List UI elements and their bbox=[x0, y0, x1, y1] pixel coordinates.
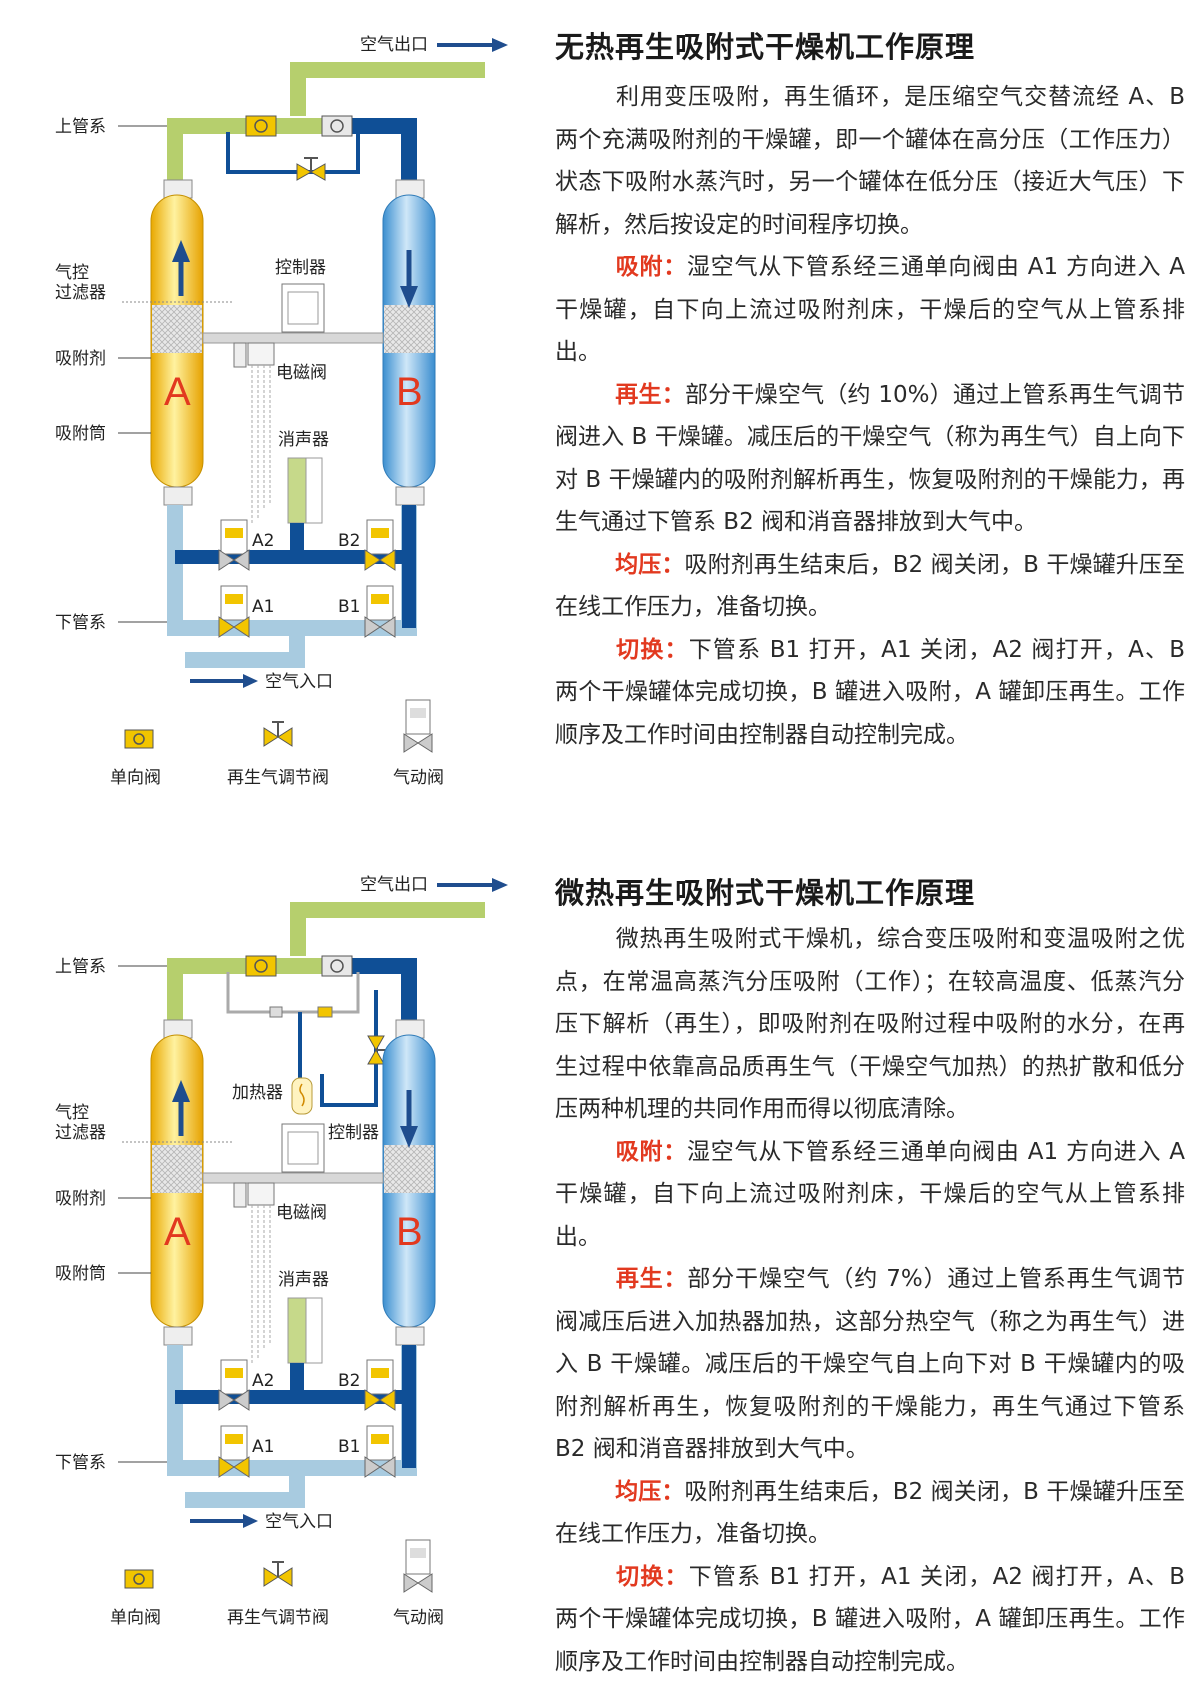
regen-bypass-pipe bbox=[226, 972, 360, 1014]
step-equalize: 均压：吸附剂再生结束后，B2 阀关闭，B 干燥罐升压至在线工作压力，准备切换。 bbox=[555, 551, 1185, 621]
regen-adjust-valve-icon bbox=[296, 157, 326, 181]
solenoid-valve bbox=[247, 342, 275, 366]
valve-a1-label: A1 bbox=[252, 597, 274, 617]
intro-paragraph: 微热再生吸附式干燥机，综合变压吸附和变温吸附之优点，在常温高蒸汽分压吸附（工作）… bbox=[555, 926, 1185, 1122]
valve-b1-icon bbox=[364, 1425, 396, 1478]
valve-b2-icon bbox=[364, 519, 396, 571]
section-heatless: 空气出口 上管系 A B bbox=[0, 0, 1200, 800]
step-adsorb: 吸附：湿空气从下管系经三通单向阀由 A1 方向进入 A 干燥罐，自下向上流过吸附… bbox=[555, 1138, 1186, 1250]
legend-pneumatic-valve: 气动阀 bbox=[393, 768, 444, 788]
legend-check-valve-icon bbox=[124, 1569, 154, 1589]
legend-check-valve-icon bbox=[124, 729, 154, 749]
legend-check-valve: 单向阀 bbox=[110, 768, 161, 788]
inlet-label: 空气入口 bbox=[265, 672, 333, 692]
inlet-arrowhead-icon bbox=[243, 674, 258, 688]
heatless-dryer-diagram: 空气出口 上管系 A B bbox=[55, 35, 508, 788]
valve-b1-icon bbox=[364, 585, 396, 638]
tank-a-letter: A bbox=[164, 370, 191, 414]
filter-label: 气控过滤器 bbox=[55, 263, 106, 303]
step-switch: 切换：下管系 B1 打开，A1 关闭，A2 阀打开，A、B 两个干燥罐体完成切换… bbox=[555, 1563, 1186, 1675]
valve-a2-icon bbox=[218, 1359, 250, 1411]
check-valve-a-icon bbox=[245, 115, 277, 137]
outlet-arrowhead-icon bbox=[492, 38, 508, 52]
outlet-pipe bbox=[290, 62, 485, 116]
step-regen: 再生：部分干燥空气（约 10%）通过上管系再生气调节阀进入 B 干燥罐。减压后的… bbox=[555, 381, 1186, 536]
heated-dryer-diagram: 空气出口 加热器 上管系 A bbox=[55, 875, 508, 1628]
adsorbent-a bbox=[152, 1145, 202, 1193]
solenoid-label: 电磁阀 bbox=[276, 363, 327, 383]
heater-unit-icon bbox=[291, 1077, 313, 1115]
check-valve-b-icon bbox=[321, 115, 353, 137]
valve-b2-label: B2 bbox=[338, 531, 360, 551]
check-valve-a-icon bbox=[245, 955, 277, 977]
lower-pipe-label: 下管系 bbox=[55, 1453, 106, 1473]
valve-a2-icon bbox=[218, 519, 250, 571]
check-valve-b-icon bbox=[321, 955, 353, 977]
filter-unit bbox=[233, 342, 247, 368]
controller-label: 控制器 bbox=[328, 1123, 379, 1143]
legend-pneumatic-valve-icon bbox=[403, 1539, 433, 1593]
tank-a-letter: A bbox=[164, 1210, 191, 1254]
heatless-text: 无热再生吸附式干燥机工作原理 利用变压吸附，再生循环，是压缩空气交替流经 A、B… bbox=[555, 24, 1185, 756]
cylinder-label: 吸附筒 bbox=[55, 1264, 106, 1284]
inlet-pipe bbox=[185, 1468, 305, 1508]
valve-b1-label: B1 bbox=[338, 1437, 360, 1457]
adsorbent-label: 吸附剂 bbox=[55, 349, 106, 369]
legend-pneumatic-valve: 气动阀 bbox=[393, 1608, 444, 1628]
legend-check-valve: 单向阀 bbox=[110, 1608, 161, 1628]
valve-a1-label: A1 bbox=[252, 1437, 274, 1457]
muffler-label: 消声器 bbox=[278, 430, 329, 450]
adsorbent-b bbox=[384, 305, 434, 353]
tank-b-letter: B bbox=[396, 1210, 423, 1254]
valve-b2-label: B2 bbox=[338, 1371, 360, 1391]
solenoid-label: 电磁阀 bbox=[276, 1203, 327, 1223]
legend-regen-valve-icon bbox=[263, 721, 293, 747]
legend-regen-valve: 再生气调节阀 bbox=[227, 1608, 329, 1628]
outlet-pipe bbox=[290, 902, 485, 956]
valve-a2-label: A2 bbox=[252, 531, 274, 551]
valve-a1-icon bbox=[218, 1425, 250, 1478]
adsorbent-b bbox=[384, 1145, 434, 1193]
muffler-label: 消声器 bbox=[278, 1270, 329, 1290]
adsorbent-label: 吸附剂 bbox=[55, 1189, 106, 1209]
step-regen: 再生：部分干燥空气（约 7%）通过上管系再生气调节阀减压后进入加热器加热，这部分… bbox=[555, 1266, 1185, 1462]
valve-a1-icon bbox=[218, 585, 250, 638]
step-adsorb: 吸附：湿空气从下管系经三通单向阀由 A1 方向进入 A 干燥罐，自下向上流过吸附… bbox=[555, 254, 1186, 365]
controller-label: 控制器 bbox=[275, 258, 326, 278]
cylinder-label: 吸附筒 bbox=[55, 424, 106, 444]
outlet-label: 空气出口 bbox=[360, 875, 428, 895]
section-title: 微热再生吸附式干燥机工作原理 bbox=[555, 876, 976, 910]
inlet-arrowhead-icon bbox=[243, 1514, 258, 1528]
valve-a2-label: A2 bbox=[252, 1371, 274, 1391]
outlet-arrowhead-icon bbox=[492, 878, 508, 892]
intro-paragraph: 利用变压吸附，再生循环，是压缩空气交替流经 A、B 两个充满吸附剂的干燥罐，即一… bbox=[555, 84, 1185, 238]
adsorbent-a bbox=[152, 305, 202, 353]
legend-regen-valve-icon bbox=[263, 1561, 293, 1587]
legend-regen-valve: 再生气调节阀 bbox=[227, 768, 329, 788]
regen-bypass-pipe bbox=[226, 132, 360, 174]
lower-pipe-label: 下管系 bbox=[55, 613, 106, 633]
upper-pipe-label: 上管系 bbox=[55, 957, 106, 977]
legend-pneumatic-valve-icon bbox=[403, 699, 433, 753]
page-title: 无热再生吸附式干燥机工作原理 bbox=[555, 30, 976, 64]
step-switch: 切换：下管系 B1 打开，A1 关闭，A2 阀打开，A、B 两个干燥罐体完成切换… bbox=[555, 636, 1186, 748]
filter-label: 气控过滤器 bbox=[55, 1103, 106, 1143]
section-heated: 空气出口 加热器 上管系 A bbox=[0, 840, 1200, 1692]
outlet-label: 空气出口 bbox=[360, 35, 428, 55]
tank-b-letter: B bbox=[396, 370, 423, 414]
valve-b1-label: B1 bbox=[338, 597, 360, 617]
regen-adjust-valve-icon bbox=[367, 1035, 390, 1065]
heated-text: 微热再生吸附式干燥机工作原理 微热再生吸附式干燥机，综合变压吸附和变温吸附之优点… bbox=[555, 870, 1185, 1683]
upper-pipe-label: 上管系 bbox=[55, 117, 106, 137]
filter-unit bbox=[233, 1182, 247, 1208]
inlet-label: 空气入口 bbox=[265, 1512, 333, 1532]
solenoid-valve bbox=[247, 1182, 275, 1206]
step-equalize: 均压：吸附剂再生结束后，B2 阀关闭，B 干燥罐升压至在线工作压力，准备切换。 bbox=[555, 1478, 1185, 1548]
inlet-pipe bbox=[185, 628, 305, 668]
heater-label: 加热器 bbox=[232, 1083, 283, 1103]
valve-b2-icon bbox=[364, 1359, 396, 1411]
